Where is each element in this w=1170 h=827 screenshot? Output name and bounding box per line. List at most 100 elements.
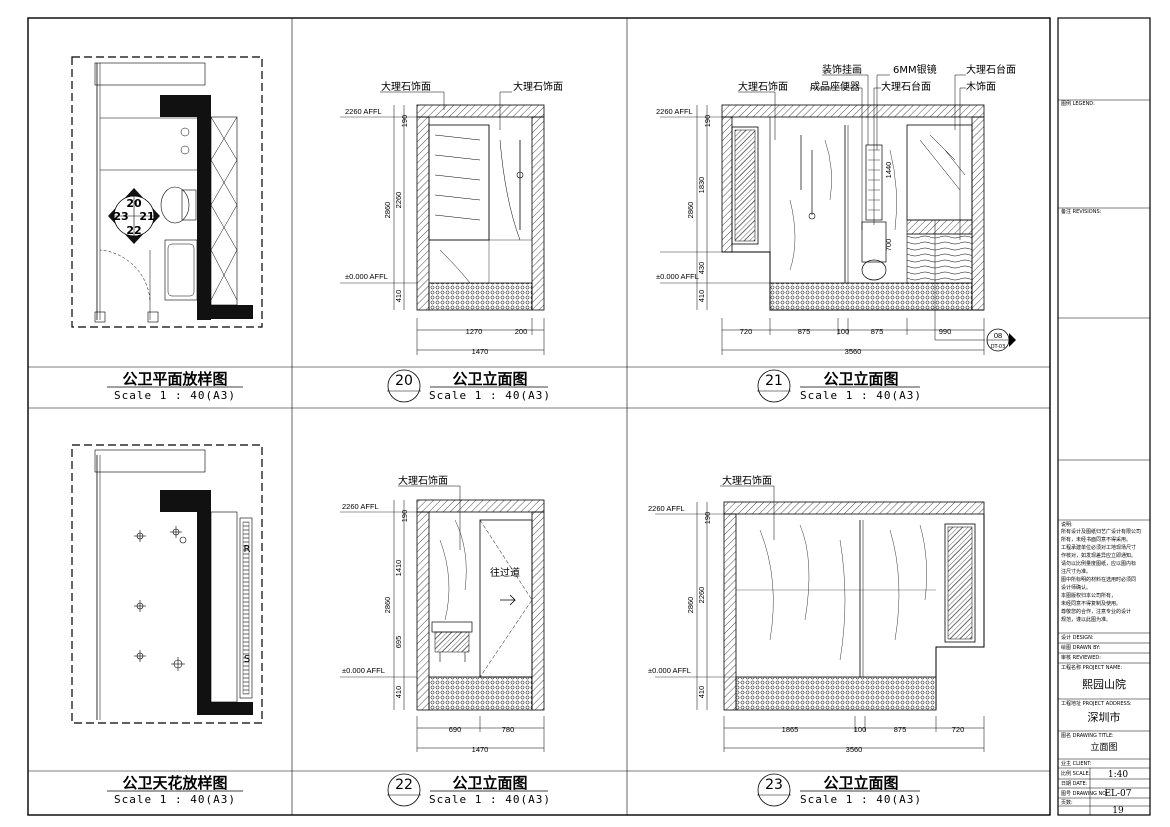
review-label: 审核 REVIEWED:	[1061, 654, 1101, 661]
label-to-passage: 往过道	[490, 566, 520, 579]
note-line: 未经同意不得复制及使用。	[1061, 600, 1121, 607]
dim-1830: 1830	[697, 177, 706, 194]
project-name: 熙园山院	[1082, 677, 1126, 691]
address-label: 工程地址 PROJECT ADDRESS:	[1061, 700, 1132, 707]
tag-22: 22	[126, 224, 141, 237]
dim-2260: 2260	[394, 192, 403, 209]
dim-2860: 2860	[383, 202, 392, 219]
dim-200: 200	[515, 327, 528, 336]
dim-1410: 1410	[394, 560, 403, 577]
title-ceiling: 公卫天花放样图	[122, 774, 227, 792]
dim-720: 720	[740, 327, 753, 336]
title-elevation: 公卫立面图	[823, 774, 898, 792]
note-line: 所有设计及图纸归艺广设计有限公司	[1061, 528, 1141, 535]
project-address: 深圳市	[1088, 710, 1121, 724]
drawn-label: 绘图 DRAWN BY:	[1061, 644, 1101, 651]
drawing-title: 立面图	[1090, 741, 1117, 753]
dim-1470: 1470	[472, 347, 489, 356]
scale-elevation: Scale 1 : 40(A3)	[800, 793, 922, 806]
scale-elevation: Scale 1 : 40(A3)	[429, 793, 551, 806]
dim-1440: 1440	[884, 162, 893, 179]
dim-100: 100	[837, 327, 850, 336]
dim-990: 990	[939, 327, 952, 336]
revisions-label: 备注 REVISIONS:	[1061, 208, 1102, 215]
design-label: 设计 DESIGN:	[1061, 634, 1094, 641]
note-line: 工程承建单位必须对工地现场尺寸	[1061, 544, 1136, 551]
dim-190: 190	[400, 115, 409, 128]
date-label: 日期 DATE:	[1061, 781, 1088, 787]
scale-plan: Scale 1 : 40(A3)	[114, 389, 236, 402]
dim-1270: 1270	[466, 327, 483, 336]
dim-720: 720	[952, 725, 965, 734]
dim-410: 410	[394, 290, 403, 303]
note-line: 尊敬您的合作，注意专业的设计	[1061, 608, 1131, 615]
elevation-number: 23	[765, 777, 783, 793]
ceiling-mark-s: S	[244, 654, 250, 665]
level-base: ±0.000 AFFL	[345, 272, 388, 281]
elevation-22: 往过道 190 1410 2860 695 410 690 780 1470 2…	[340, 474, 545, 754]
dim-875: 875	[798, 327, 811, 336]
section-reference-tag: 08 DT-03	[986, 328, 1016, 352]
level-base: ±0.000 AFFL	[656, 272, 699, 281]
note-line: 图中所标明的材料在选用时必须同	[1061, 576, 1136, 583]
elevation-index-tag: 20 23 21 22	[108, 188, 160, 244]
elevation-number: 21	[765, 373, 783, 389]
label-marble-counter: 大理石台面	[881, 80, 931, 93]
note-line: 设计师确认。	[1061, 584, 1091, 591]
title-elevation: 公卫立面图	[823, 370, 898, 388]
scale-label: 比例 SCALE:	[1061, 770, 1091, 777]
label-marble-2: 大理石饰面	[513, 80, 563, 93]
note-line: 本图版权归本公司所有，	[1061, 592, 1116, 599]
label-mirror: 6MM银镜	[893, 63, 937, 76]
label-marble-1: 大理石饰面	[381, 80, 431, 93]
bathroom-plan: 20 23 21 22	[71, 56, 263, 328]
label-marble: 大理石饰面	[722, 474, 772, 487]
dim-410: 410	[697, 290, 706, 303]
scale-ceiling: Scale 1 : 40(A3)	[114, 793, 236, 806]
note-line: 注尺寸为准。	[1061, 568, 1091, 575]
note-line: 请勿以比例量度图纸，应以图内标	[1061, 560, 1136, 567]
elevation-number: 22	[395, 777, 413, 793]
elevation-23: 190 2260 2860 410 1865 100 875 720 3560 …	[648, 474, 985, 754]
scale-elevation: Scale 1 : 40(A3)	[800, 389, 922, 402]
dim-100: 100	[854, 725, 867, 734]
label-wood-finish: 木饰面	[966, 80, 996, 93]
label-marble: 大理石饰面	[398, 474, 448, 487]
dim-410: 410	[394, 686, 403, 699]
dim-875: 875	[871, 327, 884, 336]
dim-410: 410	[697, 686, 706, 699]
notes-label: 说明:	[1061, 521, 1073, 528]
title-block: 图例 LEGEND: 备注 REVISIONS: 说明: 所有设计及图纸归艺广设…	[1057, 17, 1151, 816]
section-ref-bottom: DT-03	[991, 344, 1006, 350]
elevation-21: 190 1830 2860 430 410 1440 700 720 875 1…	[656, 63, 1016, 356]
ceiling-plan: R S	[71, 444, 263, 724]
dim-700: 700	[884, 239, 893, 252]
level-top: 2260 AFFL	[648, 504, 685, 513]
dim-3560: 3560	[846, 745, 863, 754]
dim-190: 190	[703, 512, 712, 525]
level-top: 2260 AFFL	[656, 107, 693, 116]
scale-elevation: Scale 1 : 40(A3)	[429, 389, 551, 402]
dim-2860: 2860	[686, 597, 695, 614]
dim-1865: 1865	[782, 725, 799, 734]
level-base: ±0.000 AFFL	[648, 666, 691, 675]
ceiling-mark-r: R	[244, 544, 251, 555]
level-base: ±0.000 AFFL	[342, 666, 385, 675]
dim-690: 690	[449, 725, 462, 734]
elevation-number: 20	[395, 373, 413, 389]
title-elevation: 公卫立面图	[452, 774, 527, 792]
scale-value: 1:40	[1108, 770, 1128, 780]
title-elevation: 公卫立面图	[452, 370, 527, 388]
dim-190: 190	[400, 510, 409, 523]
tag-20: 20	[126, 197, 142, 210]
drawing-no: EL-07	[1104, 789, 1131, 799]
level-top: 2260 AFFL	[342, 502, 379, 511]
panel-titles: 公卫平面放样图 Scale 1 : 40(A3) 20 公卫立面图 Scale …	[107, 369, 922, 807]
client-label: 业主 CLIENT:	[1061, 760, 1092, 767]
label-marble: 大理石饰面	[738, 80, 788, 93]
section-ref-top: 08	[994, 331, 1002, 340]
dim-430: 430	[697, 262, 706, 275]
note-line: 作核对，如发现差异应立即通知。	[1061, 552, 1136, 559]
drawing-title-label: 图名 DRAWING TITLE:	[1061, 732, 1114, 739]
level-top: 2260 AFFL	[345, 107, 382, 116]
